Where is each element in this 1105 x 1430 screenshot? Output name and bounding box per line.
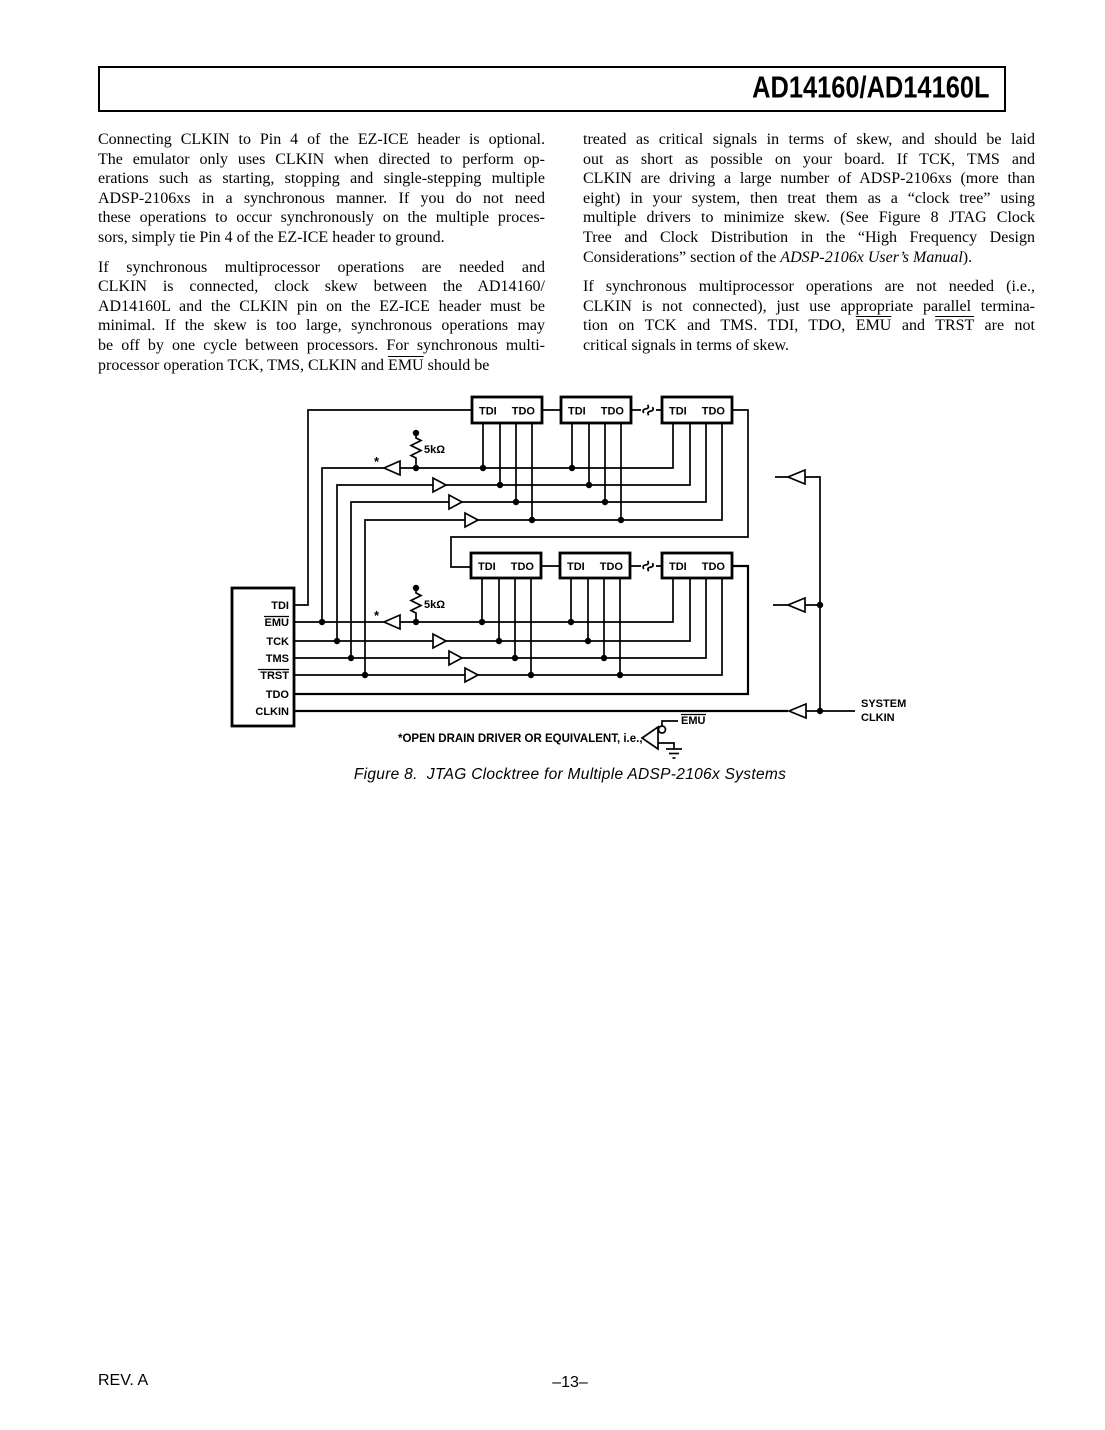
- dsp-box: TDI TDO: [469, 551, 543, 580]
- paragraph-right-1: treated as critical signals in terms of …: [583, 131, 1035, 266]
- svg-text:TDI: TDI: [568, 406, 586, 418]
- svg-text:5kΩ: 5kΩ: [424, 444, 445, 456]
- svg-text:TDO: TDO: [266, 689, 290, 701]
- break-symbol: [642, 404, 655, 416]
- svg-text:TDO: TDO: [702, 406, 726, 418]
- dsp-box: TDI TDO: [660, 551, 734, 580]
- svg-text:TDO: TDO: [601, 406, 625, 418]
- svg-text:CLKIN: CLKIN: [255, 706, 289, 718]
- svg-text:TDI: TDI: [478, 561, 496, 573]
- figure-caption: Figure 8. JTAG Clocktree for Multiple AD…: [353, 766, 787, 783]
- buffer-icon: [432, 476, 480, 684]
- svg-text:TDO: TDO: [600, 561, 624, 573]
- svg-text:TDO: TDO: [512, 406, 536, 418]
- svg-text:CLKIN: CLKIN: [861, 712, 895, 724]
- dsp-box: TDI TDO: [558, 551, 632, 580]
- page-title: AD14160/AD14160L: [752, 69, 990, 105]
- wires-bottom-group: [294, 564, 750, 696]
- footer-revision: REV. A: [98, 1372, 149, 1389]
- break-symbol: [642, 560, 655, 572]
- footer-page-number: –13–: [552, 1374, 588, 1391]
- column-right: treated as critical signals in terms of …: [583, 130, 1035, 356]
- svg-text:EMU: EMU: [265, 617, 290, 629]
- header-box: AD14160/AD14160L: [98, 66, 1006, 112]
- asterisk-labels: * *: [374, 454, 380, 623]
- column-left: Connecting CLKIN to Pin 4 of the EZ-ICE …: [98, 130, 545, 375]
- pullup-resistor-icon: [409, 433, 423, 468]
- svg-text:TRST: TRST: [260, 670, 289, 682]
- svg-text:TDI: TDI: [479, 406, 497, 418]
- pullup-resistor-icon: [409, 588, 423, 622]
- dsp-box: TDI TDO: [660, 395, 734, 425]
- ezice-header-block: TDI EMU TCK TMS TRST TDO CLKIN: [230, 586, 296, 728]
- svg-text:TCK: TCK: [266, 636, 289, 648]
- svg-text:*: *: [374, 454, 380, 469]
- jtag-clocktree-diagram: TDI TDO TDI TDO TDI TDO TDI TDO TDI TDO …: [230, 395, 906, 759]
- resistor-labels: 5kΩ 5kΩ: [424, 444, 445, 611]
- open-drain-sample-symbol: EMU: [640, 713, 706, 759]
- open-drain-driver-icon: [381, 459, 401, 631]
- dsp-box: TDI TDO: [559, 395, 633, 425]
- paragraph-left-2: If synchronous multiprocessor operations…: [98, 258, 545, 374]
- svg-text:5kΩ: 5kΩ: [424, 599, 445, 611]
- svg-text:TMS: TMS: [266, 653, 289, 665]
- emu-sample-label: EMU: [681, 715, 706, 727]
- svg-text:TDI: TDI: [567, 561, 585, 573]
- junction-dots: [318, 429, 824, 715]
- svg-text:TDI: TDI: [669, 561, 687, 573]
- svg-text:TDI: TDI: [669, 406, 687, 418]
- svg-text:TDI: TDI: [271, 600, 289, 612]
- svg-text:TDO: TDO: [511, 561, 535, 573]
- svg-text:*: *: [374, 608, 380, 623]
- wires-top-group: [294, 409, 749, 675]
- open-drain-note: *OPEN DRAIN DRIVER OR EQUIVALENT, i.e.,: [398, 733, 643, 745]
- system-clkin-label: SYSTEM CLKIN: [861, 698, 906, 724]
- system-clkin-wires: [294, 476, 855, 713]
- svg-text:TDO: TDO: [702, 561, 726, 573]
- paragraph-left-1: Connecting CLKIN to Pin 4 of the EZ-ICE …: [98, 131, 545, 246]
- clock-buffer-icon: [785, 468, 807, 720]
- svg-text:SYSTEM: SYSTEM: [861, 698, 906, 710]
- paragraph-right-2: If synchronous multiprocessor operations…: [583, 278, 1035, 354]
- dsp-box: TDI TDO: [470, 395, 544, 425]
- ground-icon: [666, 748, 682, 759]
